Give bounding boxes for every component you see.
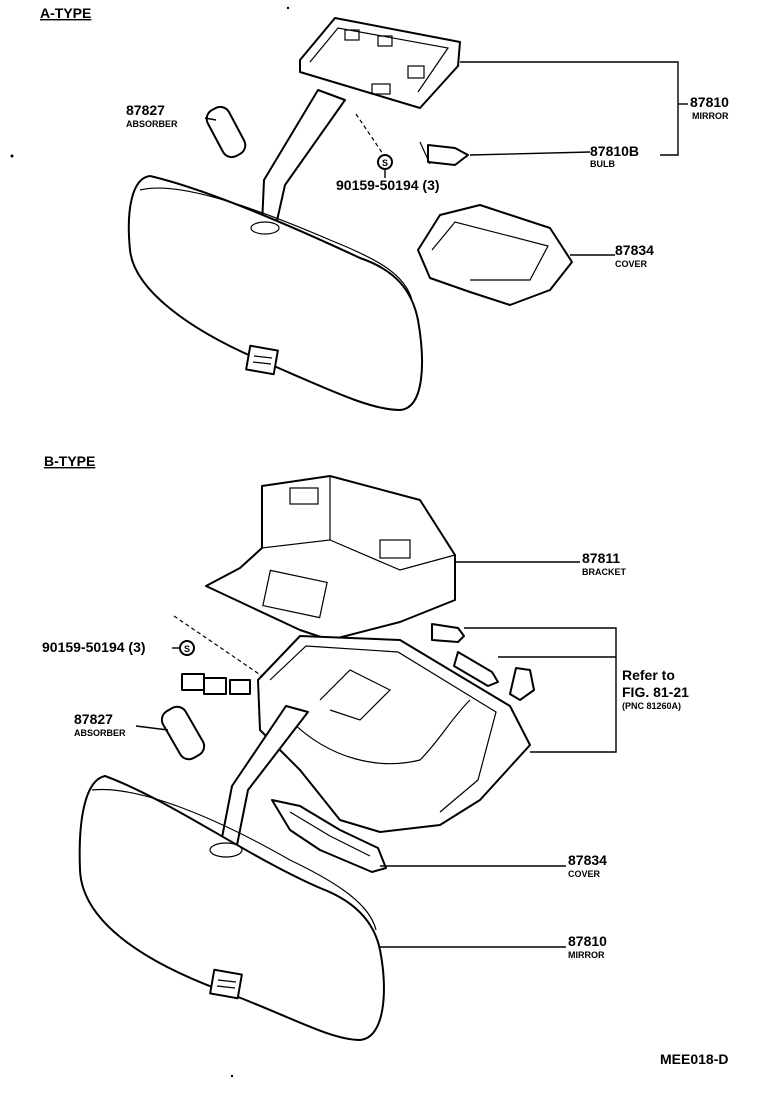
- speck-mark: [286, 6, 290, 10]
- a-mirror-bracket-bottom: [660, 100, 679, 156]
- b-bracket-part: [205, 475, 456, 641]
- b-cover-part: [271, 799, 387, 873]
- b-refer-line1: Refer to: [622, 667, 675, 683]
- a-bulb-leader: [469, 151, 591, 156]
- b-screw-number: 90159-50194 (3): [42, 639, 146, 655]
- a-screw-dashed-leader: [355, 113, 384, 155]
- a-absorber-number: 87827: [126, 102, 165, 118]
- b-connector-part: [181, 673, 251, 695]
- b-bulbs: [431, 623, 535, 701]
- b-cover-name: COVER: [568, 869, 601, 879]
- b-absorber-number: 87827: [74, 711, 113, 727]
- b-housing-part: [257, 635, 531, 833]
- figure-code: MEE018-D: [660, 1051, 728, 1067]
- a-screw-icon: [377, 154, 393, 170]
- b-absorber-name: ABSORBER: [74, 728, 126, 738]
- a-mount-base: [299, 17, 461, 109]
- b-refer-line2: FIG. 81-21: [622, 684, 689, 700]
- speck-mark: [230, 1074, 234, 1078]
- b-mirror-name: MIRROR: [568, 950, 605, 960]
- a-cover-number: 87834: [615, 242, 654, 258]
- b-type-heading: B-TYPE: [44, 453, 95, 469]
- a-absorber-leader: [204, 117, 217, 121]
- b-refer-bracket: [464, 627, 617, 753]
- b-bulb-2: [453, 651, 499, 687]
- b-bracket-name: BRACKET: [582, 567, 627, 577]
- a-type-heading: A-TYPE: [40, 5, 91, 21]
- a-screw-number: 90159-50194 (3): [336, 177, 440, 193]
- b-screw-dashed-leader: [173, 615, 263, 677]
- b-mirror-body: [78, 775, 385, 1041]
- b-absorber-part: [160, 705, 206, 761]
- a-cover-name: COVER: [615, 259, 648, 269]
- a-bulb-number: 87810B: [590, 143, 639, 159]
- b-bulb-3: [509, 667, 535, 701]
- b-bracket-number: 87811: [582, 550, 620, 566]
- a-bulb-part: [419, 141, 469, 166]
- a-mirror-name: MIRROR: [692, 111, 729, 121]
- b-absorber-leader: [135, 725, 169, 731]
- a-bulb-name: BULB: [590, 159, 615, 169]
- a-mirror-arm: [261, 89, 346, 226]
- b-mirror-number: 87810: [568, 933, 607, 949]
- b-screw-symbol: S: [184, 644, 190, 654]
- a-mirror-bracket-top: [460, 61, 679, 100]
- a-mirror-number: 87810: [690, 94, 729, 110]
- b-cover-number: 87834: [568, 852, 607, 868]
- a-screw-symbol: S: [382, 158, 388, 168]
- b-refer-line3: (PNC 81260A): [622, 701, 681, 711]
- b-bulb-1: [431, 623, 465, 643]
- a-cover-part: [417, 204, 573, 306]
- a-absorber-name: ABSORBER: [126, 119, 178, 129]
- speck-mark: [10, 154, 14, 158]
- a-mirror-body: [127, 175, 423, 411]
- a-absorber-part: [205, 105, 247, 159]
